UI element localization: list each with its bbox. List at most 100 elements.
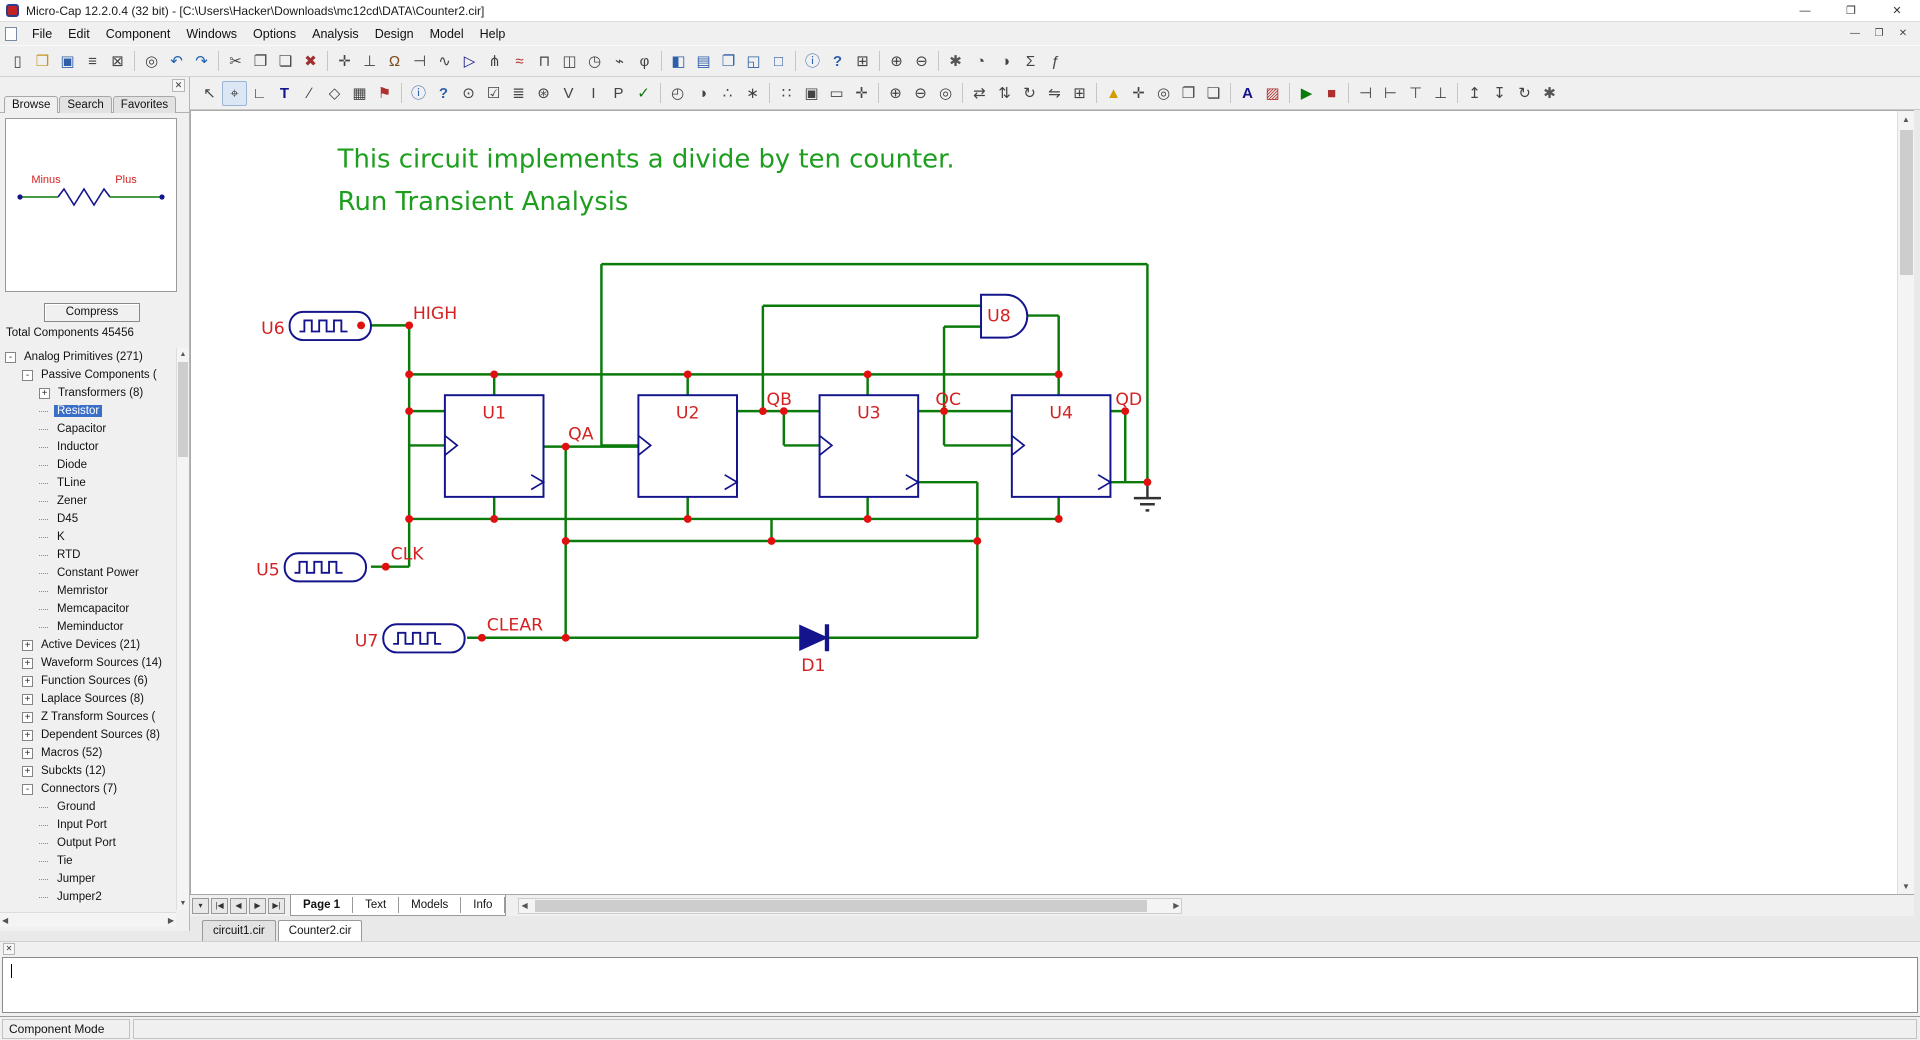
tree-item-diode[interactable]: Diode [0,456,176,474]
page-tab-text[interactable]: Text [353,897,399,913]
digital-display-button[interactable]: ≣ [506,81,531,106]
tree-item-zener[interactable]: Zener [0,492,176,510]
page-tab-page-1[interactable]: Page 1 [291,897,353,913]
menu-model[interactable]: Model [422,24,472,44]
maximize-canvas-button[interactable]: □ [766,49,791,74]
clear-button[interactable]: ✖ [298,49,323,74]
menu-windows[interactable]: Windows [178,24,245,44]
tree-horizontal-scrollbar[interactable]: ◀ ▶ [0,912,176,927]
print-button[interactable]: ≡ [80,49,105,74]
tree-item-function-sources-6[interactable]: +Function Sources (6) [0,672,176,690]
rotate-button[interactable]: ↻ [1017,81,1042,106]
tile-vertical-button[interactable]: ◧ [666,49,691,74]
ground-component-button[interactable]: ⊥ [357,49,382,74]
diode-d1[interactable] [800,626,827,651]
tree-item-tline[interactable]: TLine [0,474,176,492]
sine-source-button[interactable]: ≈ [507,49,532,74]
minimize-button[interactable]: — [1782,0,1828,22]
last-page-button[interactable]: ▶| [268,898,285,914]
zoom-in-schematic-button[interactable]: ⊕ [883,81,908,106]
mirror-vertical-button[interactable]: ⇅ [992,81,1017,106]
doc-minimize-button[interactable]: — [1843,25,1867,43]
animate-mode-button[interactable]: ◑ [690,81,715,106]
tree-item-memristor[interactable]: Memristor [0,582,176,600]
menu-file[interactable]: File [24,24,60,44]
options-gear-button[interactable]: ✱ [1537,81,1562,106]
compress-button[interactable]: Compress [44,303,140,322]
tree-item-meminductor[interactable]: Meminductor [0,618,176,636]
tab-favorites[interactable]: Favorites [113,96,176,113]
scale-up-button[interactable]: ↥ [1462,81,1487,106]
magnify-region-button[interactable]: ◎ [933,81,958,106]
color-settings-button[interactable]: ▨ [1260,81,1285,106]
powers-button[interactable]: P [606,81,631,106]
paste-button[interactable]: ❏ [273,49,298,74]
expand-icon[interactable]: + [22,730,33,741]
tree-item-input-port[interactable]: Input Port [0,816,176,834]
tree-item-tie[interactable]: Tie [0,852,176,870]
tree-item-analog-primitives-271[interactable]: -Analog Primitives (271) [0,348,176,366]
tree-item-d45[interactable]: D45 [0,510,176,528]
redraw-screen-button[interactable]: ↻ [1512,81,1537,106]
collapse-icon[interactable]: - [22,784,33,795]
tree-item-connectors-7[interactable]: -Connectors (7) [0,780,176,798]
tree-item-dependent-sources-8[interactable]: +Dependent Sources (8) [0,726,176,744]
close-file-button[interactable]: ⊠ [105,49,130,74]
model-editor-button[interactable]: ƒ [1043,49,1068,74]
expand-icon[interactable]: + [22,766,33,777]
file-tab-counter2-cir[interactable]: Counter2.cir [278,920,363,941]
align-bottom-button[interactable]: ⊥ [1428,81,1453,106]
wire-mode-button[interactable]: ∟ [247,81,272,106]
flag-mode-button[interactable]: ⚑ [372,81,397,106]
prev-page-button[interactable]: ◀ [230,898,247,914]
close-button[interactable]: ✕ [1874,0,1920,22]
expand-icon[interactable]: + [39,388,50,399]
resistor-component-button[interactable]: Ω [382,49,407,74]
find-part-button[interactable]: ◎ [1151,81,1176,106]
move-tool-button[interactable]: ✛ [1126,81,1151,106]
new-file-button[interactable]: ▯ [5,49,30,74]
border-display-button[interactable]: ▣ [799,81,824,106]
expand-icon[interactable]: + [22,658,33,669]
tree-item-capacitor[interactable]: Capacitor [0,420,176,438]
undo-button[interactable]: ↶ [164,49,189,74]
page-tab-models[interactable]: Models [399,897,461,913]
tree-item-constant-power[interactable]: Constant Power [0,564,176,582]
node-numbers-button[interactable]: ⊛ [531,81,556,106]
text-mode-button[interactable]: T [272,81,297,106]
tree-item-z-transform-sources[interactable]: +Z Transform Sources ( [0,708,176,726]
tree-item-rtd[interactable]: RTD [0,546,176,564]
menu-analysis[interactable]: Analysis [304,24,367,44]
tree-item-active-devices-21[interactable]: +Active Devices (21) [0,636,176,654]
expand-icon[interactable]: + [22,676,33,687]
help-info-button[interactable]: ⓘ [800,49,825,74]
picture-mode-button[interactable]: ▦ [347,81,372,106]
align-top-button[interactable]: ⊤ [1403,81,1428,106]
grid-toggle-button[interactable]: ∷ [774,81,799,106]
to-back-button[interactable]: ❏ [1201,81,1226,106]
tree-item-jumper[interactable]: Jumper [0,870,176,888]
transistor-component-button[interactable]: ⋔ [482,49,507,74]
settings-button[interactable]: ✱ [943,49,968,74]
calculator-button[interactable]: ⊞ [850,49,875,74]
pulse-source-u5[interactable] [285,553,366,581]
step-component-button[interactable]: ⊞ [1067,81,1092,106]
copy-button[interactable]: ❐ [248,49,273,74]
tree-item-memcapacitor[interactable]: Memcapacitor [0,600,176,618]
canvas-horizontal-scrollbar[interactable]: ◀ ▶ [518,898,1182,914]
component-mode-button[interactable]: ⌖ [222,81,247,106]
page-menu-button[interactable]: ▾ [192,898,209,914]
tree-item-passive-components[interactable]: -Passive Components ( [0,366,176,384]
scroll-up-icon[interactable]: ▲ [177,348,189,361]
conditions-button[interactable]: ✓ [631,81,656,106]
value-tags-button[interactable]: ∗ [740,81,765,106]
select-mode-button[interactable]: ↖ [197,81,222,106]
scroll-left-icon[interactable]: ◀ [521,901,527,910]
tree-item-subckts-12[interactable]: +Subckts (12) [0,762,176,780]
scroll-down-icon[interactable]: ▼ [177,897,189,910]
watch-window-button[interactable]: ◔ [968,49,993,74]
collapse-icon[interactable]: - [22,370,33,381]
capacitor-component-button[interactable]: ⊣ [407,49,432,74]
scale-down-button[interactable]: ↧ [1487,81,1512,106]
run-analysis-button[interactable]: ▶ [1294,81,1319,106]
